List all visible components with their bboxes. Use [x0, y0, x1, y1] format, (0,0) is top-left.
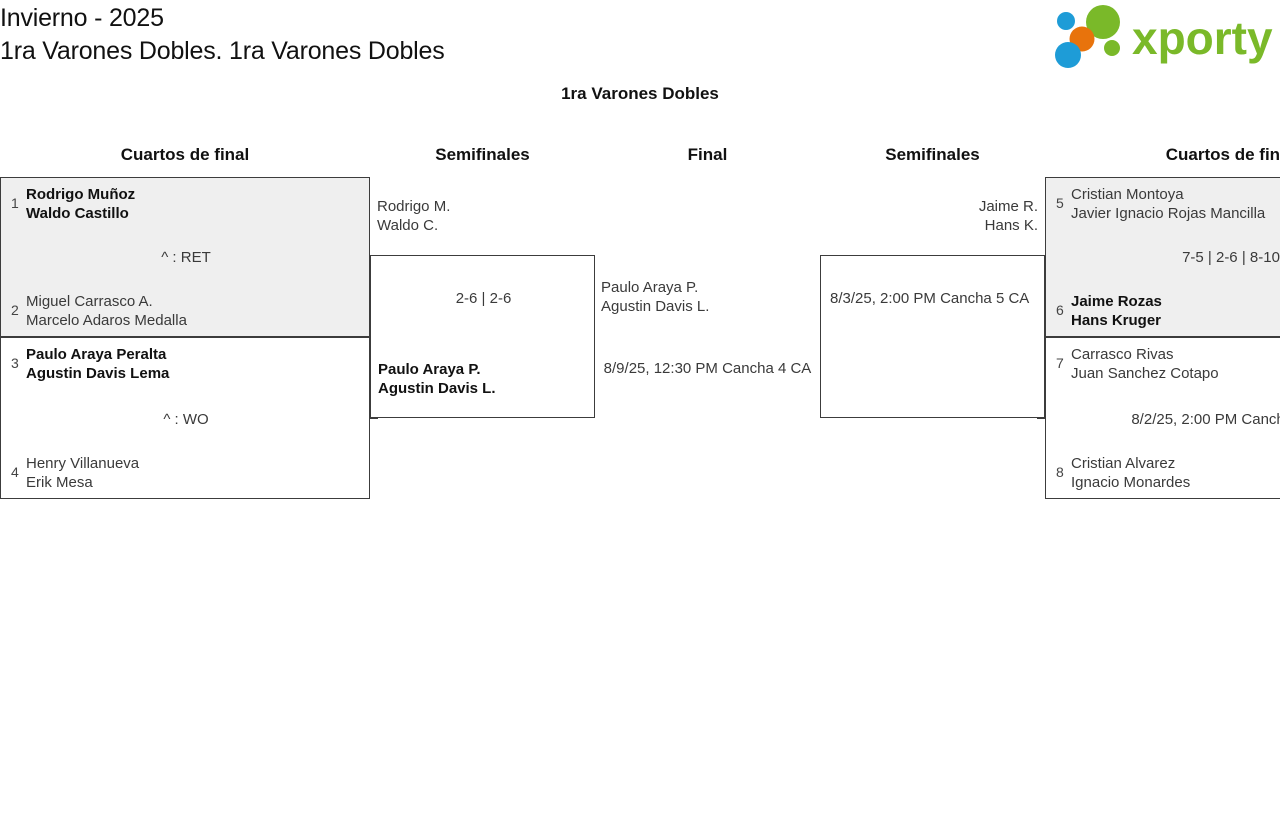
- seed-number: 8: [1056, 464, 1064, 480]
- player-name: Waldo C.: [377, 217, 439, 234]
- page-header: Invierno - 2025 1ra Varones Dobles. 1ra …: [0, 0, 1280, 75]
- player-name: Carrasco Rivas: [1071, 346, 1174, 363]
- match-quarterfinal-right-2[interactable]: 7 Carrasco Rivas Juan Sanchez Cotapo 8/2…: [1045, 337, 1280, 499]
- seed-number: 5: [1056, 195, 1064, 211]
- player-name: Rodrigo Muñoz: [26, 186, 136, 203]
- round-header-cuartos-right: Cuartos de final: [1165, 145, 1280, 164]
- match-result: 2-6 | 2-6: [455, 290, 512, 307]
- player-name: Hans Kruger: [1071, 312, 1162, 329]
- match-semifinal-right[interactable]: 8/3/25, 2:00 PM Cancha 5 CA: [820, 255, 1045, 418]
- match-result: 7-5 | 2-6 | 8-10: [1182, 249, 1280, 266]
- player-name: Rodrigo M.: [377, 198, 451, 215]
- player-name: Marcelo Adaros Medalla: [26, 312, 187, 329]
- player-name: Agustin Davis L.: [378, 380, 496, 397]
- semifinal-left-team-top: Rodrigo M. Waldo C.: [377, 197, 450, 235]
- connector-right-qf1: [1037, 255, 1045, 256]
- match-quarterfinal-left-1[interactable]: 1 Rodrigo Muñoz Waldo Castillo ^ : RET 2…: [0, 177, 370, 337]
- player-name: Miguel Carrasco A.: [26, 293, 153, 310]
- connector-left-qf2: [370, 418, 378, 419]
- seed-number: 7: [1056, 355, 1064, 371]
- team-bottom: 8 Cristian Alvarez Ignacio Monardes: [1056, 454, 1190, 492]
- round-header-final: Final: [687, 145, 728, 164]
- category-title: 1ra Varones Dobles. 1ra Varones Dobles: [0, 37, 445, 65]
- round-header-semifinales-left: Semifinales: [435, 145, 530, 164]
- player-name: Agustin Davis L.: [601, 298, 710, 315]
- seed-number: 6: [1056, 302, 1064, 318]
- match-result: 8/2/25, 2:00 PM Cancha 3 CA: [1131, 411, 1280, 428]
- player-name: Cristian Montoya: [1071, 186, 1184, 203]
- match-quarterfinal-left-2[interactable]: 3 Paulo Araya Peralta Agustin Davis Lema…: [0, 337, 370, 499]
- seed-number: 1: [11, 195, 19, 211]
- logo-dot-green-small: [1104, 40, 1120, 56]
- team-top: 7 Carrasco Rivas Juan Sanchez Cotapo: [1056, 345, 1219, 383]
- match-semifinal-left[interactable]: 2-6 | 2-6 Paulo Araya P. Agustin Davis L…: [370, 255, 595, 418]
- player-name: Paulo Araya P.: [601, 279, 699, 296]
- seed-number: 3: [11, 355, 19, 371]
- team-bottom: 6 Jaime Rozas Hans Kruger: [1056, 292, 1162, 330]
- player-name: Ignacio Monardes: [1071, 474, 1191, 491]
- player-name: Erik Mesa: [26, 474, 93, 491]
- tournament-title: Invierno - 2025: [0, 4, 164, 32]
- title-block: Invierno - 2025 1ra Varones Dobles. 1ra …: [0, 2, 445, 68]
- final-team-top: Paulo Araya P. Agustin Davis L.: [601, 278, 709, 316]
- team-top: 1 Rodrigo Muñoz Waldo Castillo: [11, 185, 135, 223]
- team-top: 5 Cristian Montoya Javier Ignacio Rojas …: [1056, 185, 1265, 223]
- logo-wordmark: xporty: [1132, 12, 1273, 64]
- team-bottom: 4 Henry Villanueva Erik Mesa: [11, 454, 139, 492]
- player-name: Jaime Rozas: [1071, 293, 1162, 310]
- player-name: Cristian Alvarez: [1071, 455, 1176, 472]
- team-bottom: 2 Miguel Carrasco A. Marcelo Adaros Meda…: [11, 292, 187, 330]
- match-result: 8/3/25, 2:00 PM Cancha 5 CA: [830, 290, 1030, 307]
- player-name: Javier Ignacio Rojas Mancilla: [1071, 205, 1266, 222]
- player-name: Jaime R.: [978, 198, 1038, 215]
- seed-number: 4: [11, 464, 19, 480]
- player-name: Agustin Davis Lema: [26, 365, 170, 382]
- player-name: Juan Sanchez Cotapo: [1071, 365, 1219, 382]
- seed-number: 2: [11, 302, 19, 318]
- round-header-cuartos-left: Cuartos de final: [120, 145, 250, 164]
- team-bottom: Paulo Araya P. Agustin Davis L.: [378, 360, 496, 398]
- team-top: 3 Paulo Araya Peralta Agustin Davis Lema: [11, 345, 169, 383]
- connector-right-qf2: [1037, 418, 1045, 419]
- player-name: Paulo Araya Peralta: [26, 346, 167, 363]
- xporty-logo[interactable]: xporty: [1048, 4, 1280, 68]
- match-quarterfinal-right-1[interactable]: 5 Cristian Montoya Javier Ignacio Rojas …: [1045, 177, 1280, 337]
- match-result: ^ : WO: [163, 411, 209, 428]
- logo-dot-blue-large: [1055, 42, 1081, 68]
- xporty-logo-svg: xporty: [1055, 5, 1273, 68]
- connector-left-qf1: [370, 255, 378, 256]
- logo-dot-blue-small: [1057, 12, 1075, 30]
- match-result: ^ : RET: [161, 249, 211, 266]
- player-name: Waldo Castillo: [26, 205, 129, 222]
- semifinal-right-team-top: Jaime R. Hans K.: [820, 197, 1038, 235]
- player-name: Henry Villanueva: [26, 455, 140, 472]
- player-name: Paulo Araya P.: [378, 361, 481, 378]
- logo-dot-green-large: [1086, 5, 1120, 39]
- round-header-semifinales-right: Semifinales: [885, 145, 980, 164]
- bracket-subtitle: 1ra Varones Dobles: [561, 84, 719, 103]
- final-match-result: 8/9/25, 12:30 PM Cancha 4 CA: [603, 360, 812, 377]
- player-name: Hans K.: [984, 217, 1038, 234]
